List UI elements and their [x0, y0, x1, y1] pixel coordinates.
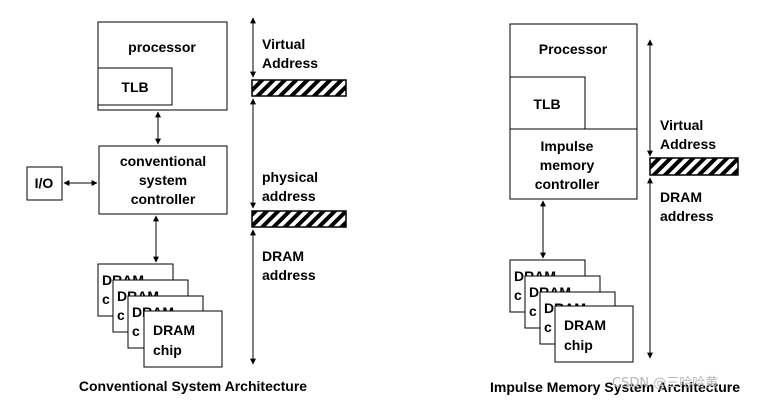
virtual-address-line2: Address — [660, 136, 716, 152]
virtual-address-bar — [649, 157, 739, 176]
dram-chip-1-letter: c — [102, 291, 110, 307]
virtual-address-line2: Address — [262, 55, 318, 71]
physical-address-bar — [251, 210, 347, 228]
dram-chip-4 — [143, 310, 223, 368]
watermark: CSDN @三哈哈黄 — [612, 376, 718, 391]
dram-address-line1: DRAM — [660, 189, 702, 205]
processor-label: Processor — [539, 41, 608, 57]
controller-label-line3: controller — [131, 191, 196, 207]
tlb-label: TLB — [533, 96, 560, 112]
controller-box — [98, 145, 228, 215]
dram-chip-3-letter: c — [132, 323, 140, 339]
dram-address-line1: DRAM — [262, 248, 304, 264]
dram-chip-4-line1: DRAM — [153, 322, 195, 338]
virtual-address-bar — [251, 79, 347, 97]
dram-chip-3-letter: c — [544, 319, 552, 335]
controller-label-line1: conventional — [120, 153, 206, 169]
controller-label-line3: controller — [535, 176, 600, 192]
physical-address-line1: physical — [262, 169, 318, 185]
virtual-address-line1: Virtual — [262, 36, 305, 52]
controller-label-line2: system — [139, 172, 187, 188]
dram-chip-4-line2: chip — [153, 342, 182, 358]
processor-label: processor — [128, 39, 196, 55]
virtual-address-line1: Virtual — [660, 117, 703, 133]
tlb-box — [509, 76, 586, 130]
dram-chip-4-line2: chip — [564, 337, 593, 353]
dram-chip-2-letter: c — [117, 307, 125, 323]
tlb-box — [97, 67, 173, 106]
dram-address-line2: address — [660, 208, 714, 224]
tlb-label: TLB — [121, 79, 148, 95]
physical-address-line2: address — [262, 188, 316, 204]
dram-chip-1-letter: c — [514, 287, 522, 303]
io-label: I/O — [35, 175, 54, 191]
controller-label-line1: Impulse — [541, 138, 594, 154]
right-caption: Impulse Memory System Architecture — [490, 379, 740, 395]
io-box — [26, 166, 63, 201]
dram-chip-4-line1: DRAM — [564, 317, 606, 333]
dram-chip-4 — [554, 305, 634, 363]
left-architecture: processor TLB conventional system contro… — [26, 17, 347, 394]
dram-chip-2-letter: c — [529, 303, 537, 319]
controller-label-line2: memory — [540, 157, 595, 173]
left-caption: Conventional System Architecture — [79, 378, 307, 394]
dram-address-line2: address — [262, 267, 316, 283]
right-architecture: Processor TLB Impulse memory controller … — [490, 23, 740, 395]
